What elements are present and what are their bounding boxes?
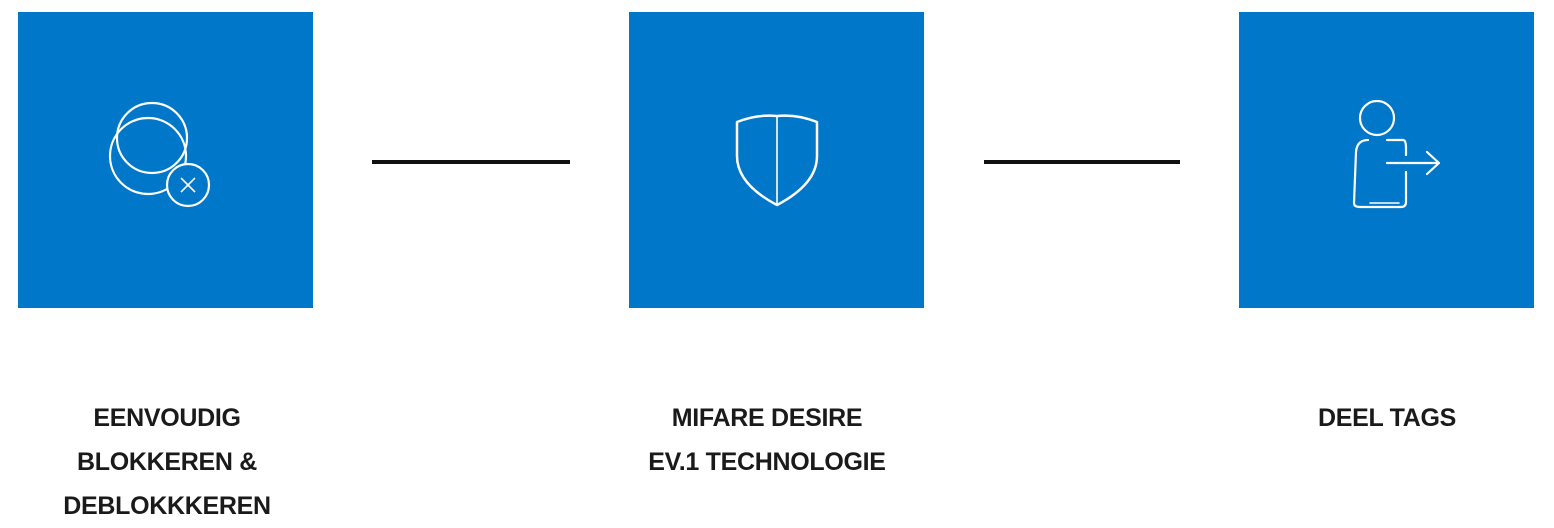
feature-caption-mifare: MIFARE DESIRE EV.1 TECHNOLOGIE (597, 396, 937, 484)
connector-line-1 (372, 160, 570, 164)
caption-line: EENVOUDIG (93, 404, 241, 432)
caption-line: MIFARE DESIRE (671, 404, 863, 432)
feature-tile-share (1239, 12, 1534, 308)
feature-caption-block: EENVOUDIG BLOKKEREN & DEBLOKKKEREN (0, 396, 337, 528)
shield-icon (735, 114, 818, 207)
connector-line-2 (984, 160, 1180, 164)
caption-line: EV.1 TECHNOLOGIE (648, 448, 886, 476)
feature-tile-block (18, 12, 313, 308)
feature-caption-share: DEEL TAGS (1217, 396, 1554, 440)
caption-line: DEBLOKKKEREN (63, 492, 271, 520)
feature-tile-mifare (629, 12, 924, 308)
caption-line: DEEL TAGS (1317, 404, 1457, 432)
block-unblock-icon (108, 101, 210, 208)
caption-line: BLOKKEREN & (76, 448, 258, 476)
share-user-icon (1352, 100, 1440, 209)
